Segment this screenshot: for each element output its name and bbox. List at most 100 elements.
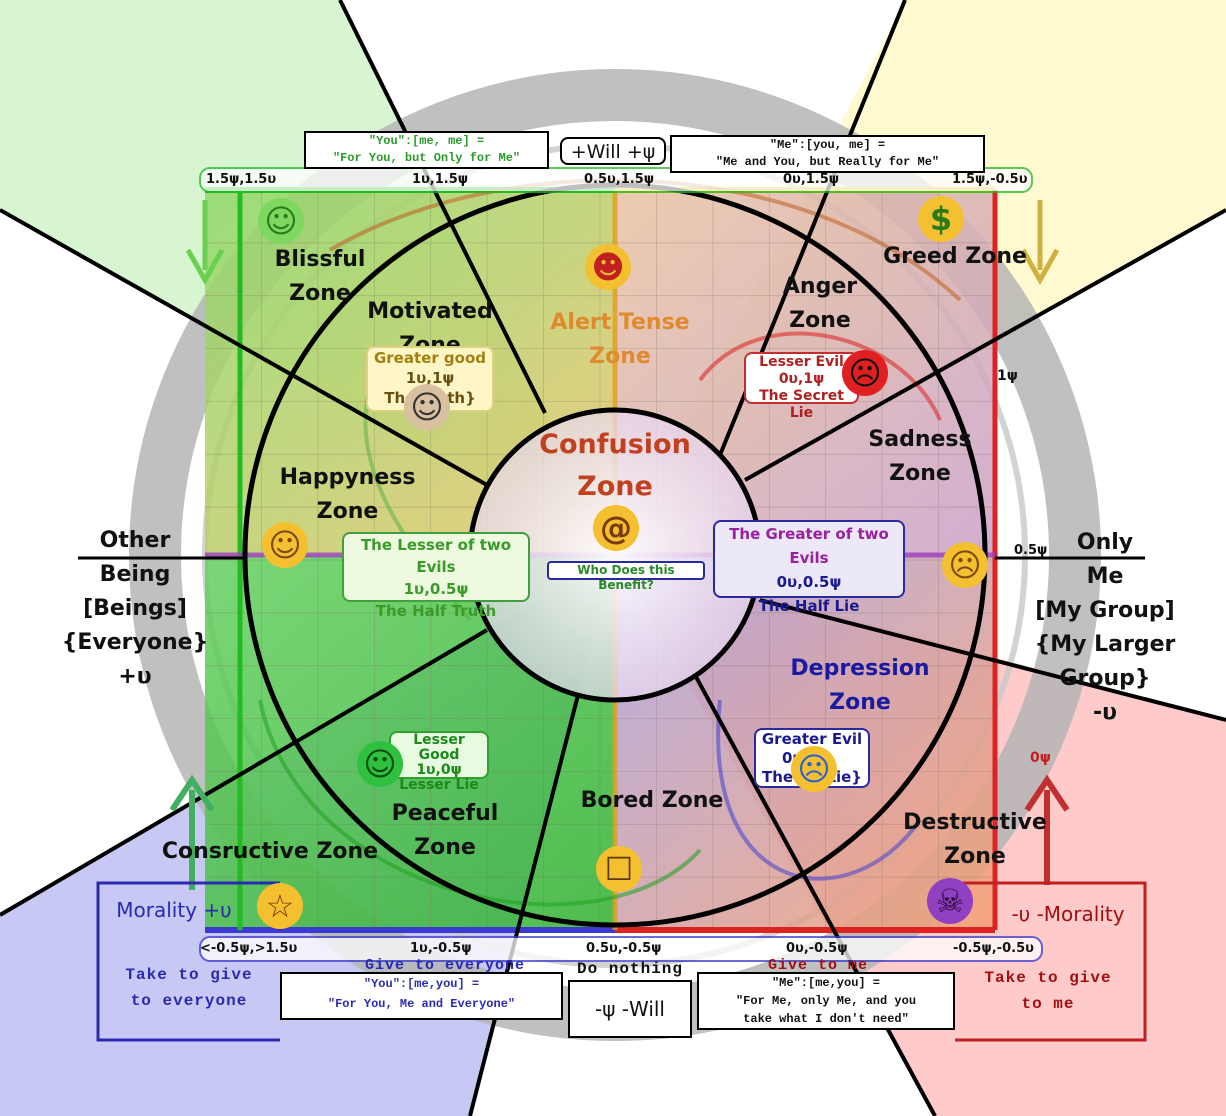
destructive-line1: Destructive [903,810,1047,835]
happy-face-icon: ☺ [262,522,308,568]
confusion-line2: Zone [577,471,653,502]
mark-zero-psi: 0ψ [1030,750,1051,766]
sad-face-icon: ☹ [942,542,988,588]
you-me-you-line1: "You":[me,you] = [363,977,480,991]
top-coord-strip [199,167,1033,193]
top-coord-3: 0.5υ,1.5ψ [584,172,655,187]
take-give-me-line1: Take to give [984,969,1112,987]
take-give-me-label: Take to give to me [968,965,1128,1017]
arrow-down-right [1020,200,1060,286]
lesser-two-line2: 1υ,0.5ψ [403,580,469,598]
alert-tense-zone: Alert Tense Zone [540,306,700,374]
lesser-good-line1: Lesser Good [413,732,465,763]
right-side-line1: Only [1076,530,1134,555]
greater-good-line1: Greater good [373,349,487,367]
sadness-line1: Sadness [868,427,972,452]
bored-face-icon: ☐ [596,846,642,892]
take-give-everyone-line2: to everyone [130,992,248,1010]
lesser-two-line1: The Lesser of two Evils [360,536,512,576]
peaceful-line1: Peaceful [391,801,499,826]
greed-zone: Greed Zone [883,244,1027,269]
who-benefit-label: Who Does this Benefit? [547,561,705,592]
me-me-you-line1: "Me":[me,you] = [771,976,881,990]
confusion-zone: Confusion Zone [530,424,700,508]
greater-evil-the: The [762,768,794,786]
left-side-label: Other Being [Beings] {Everyone} +υ [60,524,210,694]
happyness-line2: Zone [316,499,379,524]
blissful-zone: Blissful Zone [274,247,366,306]
destructive-line2: Zone [944,844,1006,869]
me-me-you-box: "Me":[me,you] = "For Me, only Me, and yo… [697,972,955,1030]
arrow-down-left [185,200,225,286]
me-me-you-line3: take what I don't need" [743,1012,909,1026]
lesser-evil-label: Lesser Evil 0υ,1ψ The Secret Lie [744,352,859,421]
left-side-line2: Being [99,562,171,587]
greater-two-line3: The Half Lie [758,597,860,615]
lesser-good-label: Lesser Good 1υ,0ψ Lesser Lie [389,731,489,793]
who-benefit-text: Who Does this Benefit? [577,563,675,592]
greater-good-line2: 1υ,1ψ [405,369,455,387]
lesser-of-two-evils-label: The Lesser of two Evils 1υ,0.5ψ The Half… [342,532,530,620]
lesser-good-line3: Lesser Lie [399,777,479,793]
left-morality-bracket [96,881,280,1042]
me-you-me-line2: "Me and You, but Really for Me" [715,155,940,169]
anger-line1: Anger [782,274,858,299]
greed-face-icon: $ [918,196,964,242]
motivated-line1: Motivated [367,299,493,324]
top-will-label: +Will +ψ [570,141,656,163]
bottom-coord-strip [199,936,1043,962]
alert-line2: Zone [589,344,651,369]
sadness-zone: Sadness Zone [855,423,985,491]
top-will-box: +Will +ψ [560,137,666,165]
depression-zone: Depression Zone [780,652,940,720]
bottom-coord-5: -0.5ψ,-0.5υ [953,941,1034,956]
right-side-line4: {My Larger Group} [1034,632,1176,691]
greater-good-label: Greater good 1υ,1ψ The Truth} [366,346,494,412]
you-me-you-box: "You":[me,you] = "For You, Me and Everyo… [280,972,563,1020]
give-me-label: Give to me [767,957,868,974]
left-side-line4: {Everyone} [61,630,209,655]
me-you-me-box: "Me":[you, me] = "Me and You, but Really… [670,135,985,173]
do-nothing-label: Do nothing [576,960,683,978]
lesser-evil-line3: The Secret Lie [759,388,844,421]
right-side-line2: Me [1086,564,1124,589]
top-coord-1: 1.5ψ,1.5υ [206,172,277,187]
me-me-you-line2: "For Me, only Me, and you [735,994,917,1008]
depressed-face-icon: ☹ [791,746,837,792]
bottom-coord-3: 0.5υ,-0.5ψ [586,941,662,956]
alert-line1: Alert Tense [550,310,690,335]
greater-evil-line1: Greater Evil [761,730,863,748]
top-coord-4: 0υ,1.5ψ [783,172,840,187]
confusion-line1: Confusion [539,429,691,460]
take-give-me-line2: to me [1021,995,1075,1013]
peaceful-line2: Zone [414,835,476,860]
anger-face-icon: ☹ [842,350,888,396]
left-side-line5: +υ [118,664,152,689]
peaceful-zone: Peaceful Zone [375,797,515,865]
take-give-everyone-label: Take to give to everyone [104,962,274,1014]
anger-line2: Zone [789,308,851,333]
bottom-coord-4: 0υ,-0.5ψ [786,941,848,956]
arrow-up-right [1024,774,1070,885]
constructive-face-icon: ☆ [257,883,303,929]
anger-zone: Anger Zone [765,270,875,338]
destructive-zone: Destructive Zone [900,806,1050,874]
left-side-line3: [Beings] [83,596,187,621]
sadness-line2: Zone [889,461,951,486]
you-me-me-line1: "You":[me, me] = [368,134,485,148]
right-side-line3: [My Group] [1035,598,1175,623]
bored-zone: Bored Zone [580,788,724,813]
right-morality-bracket [955,881,1147,1042]
tense-face-icon: ☻ [585,244,631,290]
mark-half-psi: 0.5ψ [1014,543,1048,558]
lesser-two-line3: The Half Truth [375,602,497,620]
bottom-coord-1: <-0.5ψ,>1.5υ [200,941,298,956]
greater-two-line1: The Greater of two Evils [729,525,889,567]
right-side-label: Only Me [My Group] {My Larger Group} -υ [990,526,1220,730]
take-give-everyone-line1: Take to give [125,966,253,984]
greater-of-two-evils-label: The Greater of two Evils 0υ,0.5ψ The Hal… [713,520,905,615]
lesser-evil-line1: Lesser Evil [759,354,844,370]
left-side-line1: Other [99,528,171,553]
